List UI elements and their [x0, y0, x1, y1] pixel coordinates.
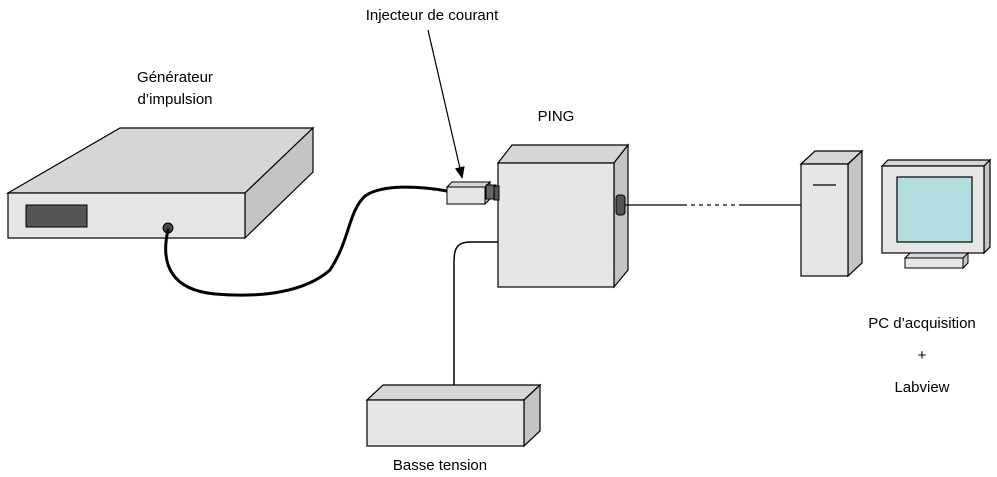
label-current-injector: Injecteur de courant: [366, 7, 499, 24]
pc-monitor-stand-top: [903, 252, 970, 259]
label-pulse-generator-line2: d’impulsion: [137, 91, 212, 108]
pc-monitor-stand: [904, 257, 964, 269]
low-voltage-supply-front: [366, 399, 525, 447]
pc-tower: [799, 149, 864, 278]
pc-monitor-screen: [896, 176, 973, 243]
ping-box-side: [613, 143, 629, 289]
label-pc-acquisition: PC d’acquisition: [868, 315, 976, 332]
ping-output-connector: [615, 194, 626, 216]
label-low-voltage: Basse tension: [393, 457, 487, 474]
current-injector-top: [445, 181, 492, 188]
pc-monitor-side: [983, 158, 991, 255]
pc-monitor-stand-side: [962, 251, 969, 270]
label-ping: PING: [538, 108, 575, 125]
pulse-generator: [5, 126, 315, 240]
label-labview: Labview: [894, 379, 949, 396]
ping-box-front: [497, 162, 615, 288]
pc-tower-front: [800, 163, 849, 277]
ping-box-top: [496, 144, 630, 164]
low-voltage-supply: [365, 383, 542, 448]
current-injector-front: [446, 186, 486, 205]
ping-box: [493, 143, 630, 289]
coaxial-cable: [164, 185, 449, 297]
pc-monitor-top: [880, 159, 992, 167]
label-pulse-generator-line1: Générateur: [137, 69, 213, 86]
low-voltage-supply-top: [365, 384, 542, 401]
label-pc-plus: +: [918, 347, 927, 364]
low-voltage-cable: [453, 241, 498, 385]
injector-pointer-arrow: [427, 29, 465, 179]
ping-input-connector: [493, 185, 500, 201]
current-injector: [445, 180, 497, 206]
pulse-generator-display: [25, 204, 88, 228]
pc-tower-side: [847, 149, 863, 278]
pc-monitor: [880, 158, 992, 270]
